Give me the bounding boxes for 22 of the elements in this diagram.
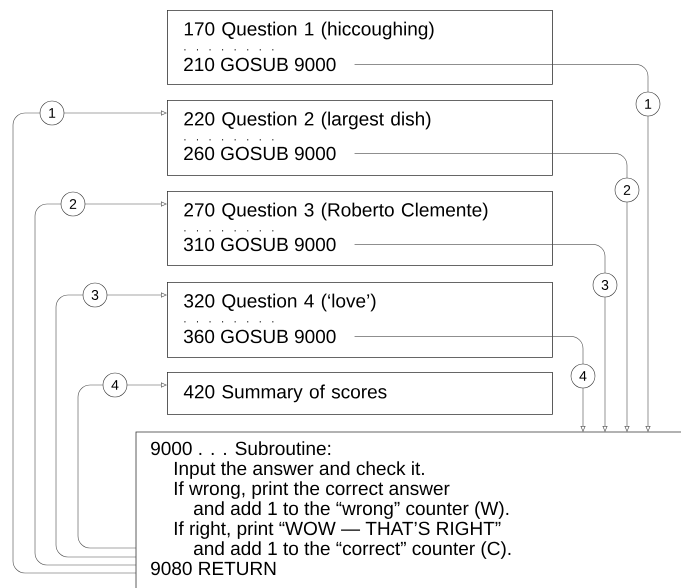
circled-number: 4 xyxy=(570,364,596,388)
subroutine-box: 9000 . . . Subroutine: Input the answer and check it. If wrong, print the correct answer and add 1 to the “wrong” counter (W). If right, print “WOW — THAT’S RIGHT” and add 1 to the “correct” counter (C). 9080 RETURN xyxy=(136,432,681,588)
code-line: 360 GOSUB 9000 xyxy=(184,330,336,344)
circled-number: 2 xyxy=(60,192,86,216)
arrow xyxy=(354,244,608,432)
code-line: 260 GOSUB 9000 xyxy=(184,146,336,160)
circled-number: 3 xyxy=(82,282,108,308)
circled-number: 1 xyxy=(40,100,64,126)
circled-number: 4 xyxy=(102,372,128,398)
circled-number: 2 xyxy=(614,178,640,202)
arrow xyxy=(34,201,167,566)
process-box: 420 Summary of scores xyxy=(167,372,553,415)
arrow xyxy=(78,382,167,548)
arrow xyxy=(56,292,167,558)
code-line: 310 GOSUB 9000 xyxy=(184,238,336,252)
arrow xyxy=(354,64,651,432)
circled-number: 3 xyxy=(592,272,618,298)
code-line: 210 GOSUB 9000 xyxy=(184,58,336,72)
arrow xyxy=(12,110,167,574)
arrow xyxy=(354,153,630,432)
circled-number: 1 xyxy=(636,92,660,116)
arrow xyxy=(354,336,586,432)
